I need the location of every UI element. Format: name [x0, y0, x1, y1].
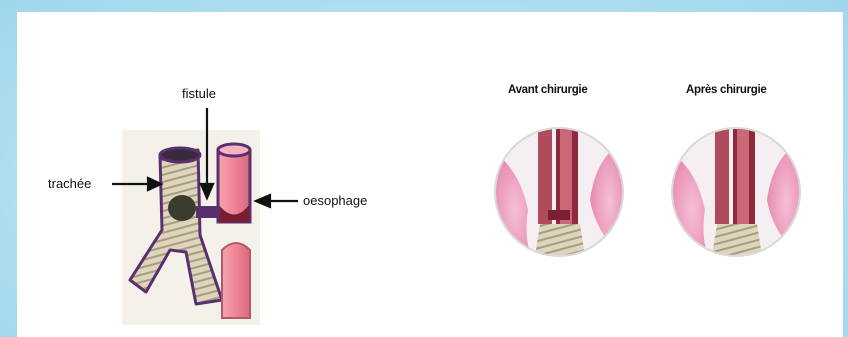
after-surgery-image: [667, 124, 807, 270]
oesophage-label: oesophage: [303, 193, 367, 208]
avant-chirurgie-label: Avant chirurgie: [508, 84, 587, 96]
esophagus-upper: [218, 144, 250, 222]
fistula-link: [196, 206, 220, 218]
fistule-label: fistule: [182, 86, 216, 101]
trachee-label: trachée: [48, 176, 91, 191]
before-surgery-image: [490, 124, 630, 270]
esophagus-lower: [222, 243, 250, 318]
apres-chirurgie-label: Après chirurgie: [686, 84, 767, 96]
